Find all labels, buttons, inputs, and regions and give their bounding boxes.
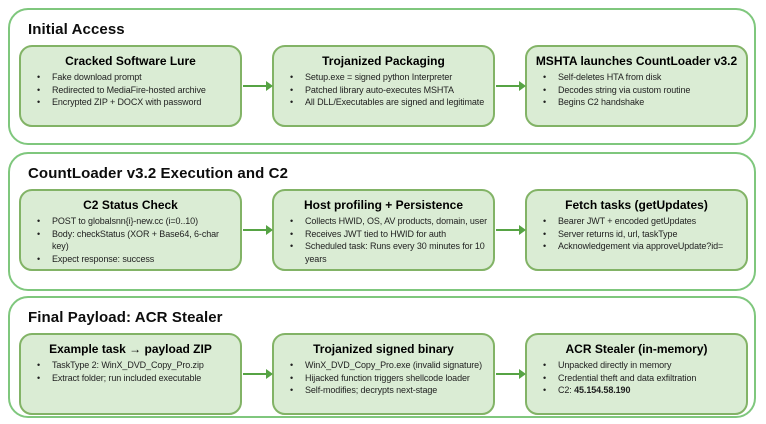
bullet-item: Self-deletes HTA from disk (533, 71, 740, 84)
bullet-item: TaskType 2: WinX_DVD_Copy_Pro.zip (27, 359, 234, 372)
flow-box: Trojanized Packaging Setup.exe = signed … (272, 45, 495, 127)
bullet-text-bold: 45.154.58.190 (574, 385, 631, 395)
flow-box: Fetch tasks (getUpdates) Bearer JWT + en… (525, 189, 748, 271)
flow-box-title: Host profiling + Persistence (303, 198, 464, 212)
flow-box-title: Cracked Software Lure (65, 54, 196, 68)
flow-box-bullets: Fake download promptRedirected to MediaF… (27, 71, 234, 109)
flow-box-bullets: Self-deletes HTA from diskDecodes string… (533, 71, 740, 109)
flow-box-bullets: WinX_DVD_Copy_Pro.exe (invalid signature… (280, 359, 487, 397)
flow-box: C2 Status Check POST to globalsnn{i}-new… (19, 189, 242, 271)
flow-section-1: Initial Access Cracked Software Lure Fak… (8, 8, 756, 145)
bullet-item: Expect response: success (27, 253, 234, 266)
section-title: CountLoader v3.2 Execution and C2 (28, 165, 289, 182)
flow-box: Host profiling + Persistence Collects HW… (272, 189, 495, 271)
flow-arrow-icon (243, 369, 273, 379)
flow-box-title: Trojanized Packaging (322, 54, 445, 68)
flow-box-bullets: Collects HWID, OS, AV products, domain, … (280, 215, 487, 265)
bullet-item: Acknowledgement via approveUpdate?id= (533, 240, 740, 253)
flow-box-title: C2 Status Check (83, 198, 178, 212)
flow-box-bullets: Setup.exe = signed python InterpreterPat… (280, 71, 487, 109)
flow-box-bullets: POST to globalsnn{i}-new.cc (i=0..10)Bod… (27, 215, 234, 265)
flow-box: Example task → payload ZIP TaskType 2: W… (19, 333, 242, 415)
flow-section-3: Final Payload: ACR Stealer Example task … (8, 296, 756, 418)
bullet-item: Credential theft and data exfiltration (533, 372, 740, 385)
section-title: Initial Access (28, 21, 125, 38)
bullet-item: All DLL/Executables are signed and legit… (280, 96, 487, 109)
section-title: Final Payload: ACR Stealer (28, 309, 223, 326)
bullet-item: Bearer JWT + encoded getUpdates (533, 215, 740, 228)
bullet-item: Fake download prompt (27, 71, 234, 84)
bullet-item: POST to globalsnn{i}-new.cc (i=0..10) (27, 215, 234, 228)
bullet-item: Redirected to MediaFire-hosted archive (27, 84, 234, 97)
flow-arrow-icon (243, 225, 273, 235)
bullet-item: Unpacked directly in memory (533, 359, 740, 372)
bullet-item: Body: checkStatus (XOR + Base64, 6-char … (27, 228, 234, 253)
flow-arrow-icon (496, 225, 526, 235)
bullet-item: Collects HWID, OS, AV products, domain, … (280, 215, 487, 228)
flow-box-bullets: Unpacked directly in memoryCredential th… (533, 359, 740, 397)
flow-arrow-icon (496, 81, 526, 91)
bullet-item: Begins C2 handshake (533, 96, 740, 109)
flow-box: ACR Stealer (in-memory) Unpacked directl… (525, 333, 748, 415)
flow-box-title: ACR Stealer (in-memory) (565, 342, 708, 356)
bullet-item: Server returns id, url, taskType (533, 228, 740, 241)
bullet-item: Extract folder; run included executable (27, 372, 234, 385)
flow-box: MSHTA launches CountLoader v3.2 Self-del… (525, 45, 748, 127)
flow-box: Cracked Software Lure Fake download prom… (19, 45, 242, 127)
bullet-item: Patched library auto-executes MSHTA (280, 84, 487, 97)
bullet-item: Receives JWT tied to HWID for auth (280, 228, 487, 241)
flow-section-2: CountLoader v3.2 Execution and C2 C2 Sta… (8, 152, 756, 291)
bullet-item: Self-modifies; decrypts next-stage (280, 384, 487, 397)
bullet-item: WinX_DVD_Copy_Pro.exe (invalid signature… (280, 359, 487, 372)
flow-box-title: Trojanized signed binary (313, 342, 454, 356)
bullet-text: C2: (558, 385, 575, 395)
section-boxes-row: C2 Status Check POST to globalsnn{i}-new… (10, 189, 754, 271)
bullet-item: C2: 45.154.58.190 (533, 384, 740, 397)
flow-box-title: MSHTA launches CountLoader v3.2 (535, 54, 738, 68)
flow-box-bullets: Bearer JWT + encoded getUpdatesServer re… (533, 215, 740, 253)
flow-arrow-icon (496, 369, 526, 379)
bullet-item: Encrypted ZIP + DOCX with password (27, 96, 234, 109)
bullet-item: Setup.exe = signed python Interpreter (280, 71, 487, 84)
flow-box-title: Example task → payload ZIP (49, 342, 212, 356)
flow-box-title: Fetch tasks (getUpdates) (565, 198, 708, 212)
bullet-item: Hijacked function triggers shellcode loa… (280, 372, 487, 385)
flow-box-bullets: TaskType 2: WinX_DVD_Copy_Pro.zipExtract… (27, 359, 234, 384)
section-boxes-row: Cracked Software Lure Fake download prom… (10, 45, 754, 127)
bullet-item: Scheduled task: Runs every 30 minutes fo… (280, 240, 487, 265)
bullet-item: Decodes string via custom routine (533, 84, 740, 97)
section-boxes-row: Example task → payload ZIP TaskType 2: W… (10, 333, 754, 415)
flow-arrow-icon (243, 81, 273, 91)
flow-box: Trojanized signed binary WinX_DVD_Copy_P… (272, 333, 495, 415)
